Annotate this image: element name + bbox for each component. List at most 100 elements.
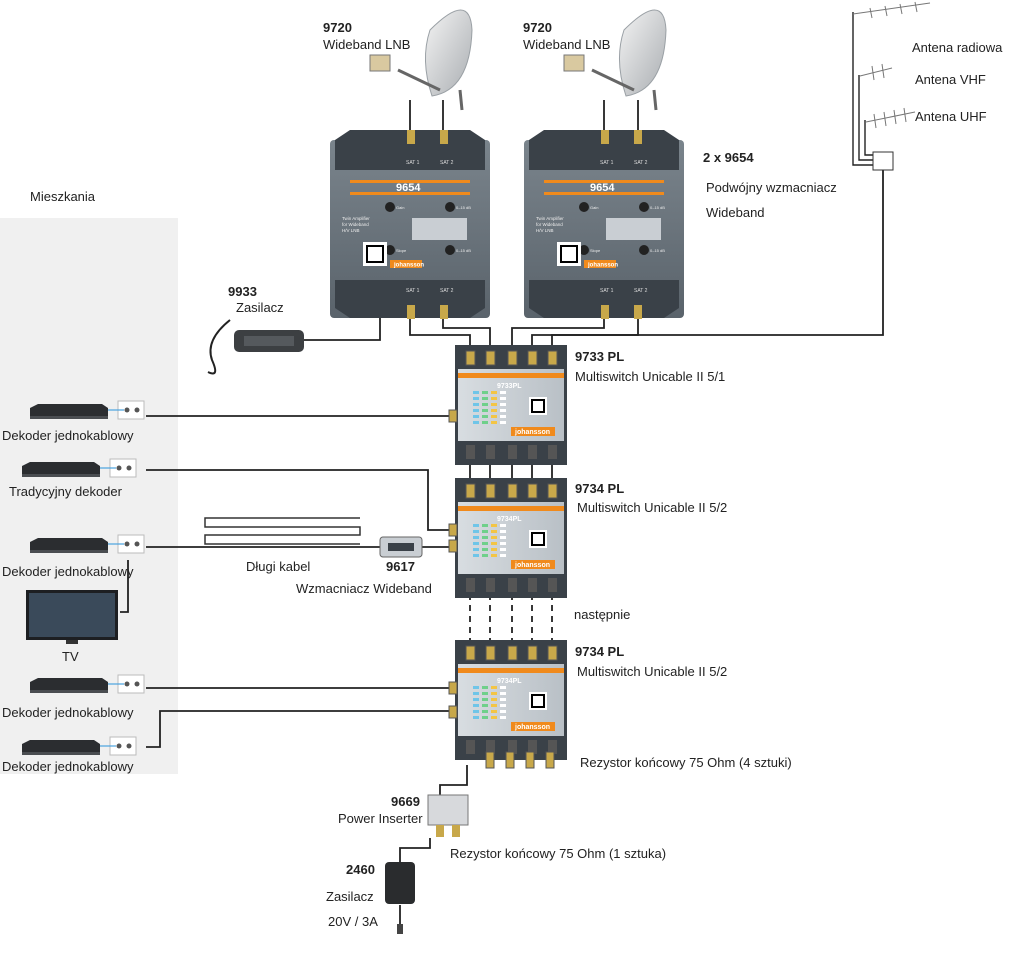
- decoder-1-icon: [30, 400, 145, 420]
- amp-range-label: 0–15 dB: [456, 205, 471, 210]
- ms-bottom-connector: [548, 445, 557, 459]
- ms-led-cell: [482, 554, 488, 557]
- amp-spec-table: [606, 218, 661, 240]
- ms-input-connector: [465, 350, 476, 366]
- socket-hole: [116, 743, 122, 749]
- ms-led-cell: [473, 686, 479, 689]
- ms-qr-pattern: [531, 694, 545, 708]
- amplifier-name-line1: Podwójny wzmacniacz: [706, 180, 837, 195]
- cable-psu2460: [399, 838, 431, 862]
- tv-display: [29, 593, 115, 637]
- dekoder4-label: Dekoder jednokablowy: [2, 759, 134, 774]
- ms-input-connector: [465, 645, 476, 661]
- ms-input-connector: [507, 483, 518, 499]
- ms2-code: 9734 PL: [575, 481, 624, 496]
- amp-knob: [445, 245, 455, 255]
- antenna-radio-icon: [852, 1, 931, 19]
- amp-port-sat2: SAT 2: [634, 160, 648, 166]
- amp-orange-stripe: [544, 180, 664, 183]
- ms-input-connector: [547, 350, 558, 366]
- amp-knob: [579, 202, 589, 212]
- ms-led-cell: [491, 409, 497, 412]
- ms-output-connector: [448, 409, 458, 423]
- dekoder1-label: Dekoder jednokablowy: [2, 428, 134, 443]
- amp-port-sat1-out: SAT 1: [600, 288, 614, 294]
- ms-bottom-connector: [486, 578, 495, 592]
- ms-bottom-connector: [466, 578, 475, 592]
- ms-led-cell: [500, 536, 506, 539]
- ms-bottom-connector: [508, 740, 517, 754]
- socket-hole: [124, 541, 130, 547]
- ms-led-cell: [500, 415, 506, 418]
- ms-led-cell: [473, 692, 479, 695]
- decoder-2-icon: [30, 534, 145, 554]
- amp-input-connector: [440, 130, 448, 144]
- psu-9933: [207, 319, 304, 375]
- socket-hole: [116, 465, 122, 471]
- cable-tradycyjny: [146, 469, 455, 531]
- tv-label: TV: [62, 649, 79, 664]
- socket-hole: [124, 681, 130, 687]
- ms-led-cell: [491, 692, 497, 695]
- amp-body: [524, 140, 684, 318]
- ms-led-cell: [482, 397, 488, 400]
- ms3-name: Multiswitch Unicable II 5/2: [577, 664, 728, 679]
- dekoder3-label: Dekoder jednokablowy: [2, 705, 134, 720]
- antenna-mast-1: [852, 12, 873, 166]
- ms3-code: 9734 PL: [575, 644, 624, 659]
- ms-orange-stripe: [458, 373, 564, 378]
- amp-qr-pattern: [366, 245, 384, 263]
- socket-hole: [134, 541, 140, 547]
- socket-hole: [126, 743, 132, 749]
- ms1-code: 9733 PL: [575, 349, 624, 364]
- lnb1-name: Wideband LNB: [323, 37, 411, 52]
- ms-led-cell: [500, 548, 506, 551]
- amp-brand-plate: [584, 260, 616, 268]
- amp-orange-stripe-2: [350, 192, 470, 195]
- ms-led-cell: [491, 397, 497, 400]
- ms-qr-pattern: [531, 532, 545, 546]
- ms-brand: johansson: [514, 724, 550, 731]
- ms-qr-pattern: [531, 399, 545, 413]
- next-label: następnie: [574, 607, 631, 622]
- ms-qr-code: [529, 692, 547, 710]
- ms-brand-plate: [511, 427, 555, 436]
- ms-input-connector: [527, 483, 538, 499]
- ms-led-cell: [473, 391, 479, 394]
- psu9933-name: Zasilacz: [236, 300, 284, 315]
- ms-led-cell: [473, 710, 479, 713]
- ms-led-cell: [482, 530, 488, 533]
- ms-bottom-connector: [486, 740, 495, 754]
- ms-led-cell: [473, 536, 479, 539]
- ms-led-cell: [482, 704, 488, 707]
- room-label: Mieszkania: [30, 189, 96, 204]
- antenna-uhf-icon: [865, 107, 916, 129]
- ms1-code-number: 9733: [575, 349, 604, 364]
- amp-spec-table: [412, 218, 467, 240]
- antenna-vhf-icon: [859, 63, 893, 81]
- amp9617-code: 9617: [386, 559, 415, 574]
- ms-qr-code: [529, 397, 547, 415]
- amp-gain-label: Gain: [590, 205, 598, 210]
- traditional-decoder-icon: [22, 458, 137, 478]
- amp-range-label: 0–15 dB: [650, 205, 665, 210]
- ms-led-cell: [482, 536, 488, 539]
- socket-hole: [134, 407, 140, 413]
- amp-output-connector: [601, 305, 609, 319]
- ms-orange-stripe: [458, 668, 564, 673]
- ms-qr-code: [529, 530, 547, 548]
- amp-output-connector: [407, 305, 415, 319]
- tv-stand: [66, 640, 78, 644]
- amp-knob: [639, 245, 649, 255]
- terminators-4-label: Rezystor końcowy 75 Ohm (4 sztuki): [580, 755, 792, 770]
- amp-gain-label: Gain: [396, 205, 404, 210]
- ms-led-cell: [491, 716, 497, 719]
- ms-device-label: 9734PL: [497, 516, 522, 523]
- ms-led-cell: [500, 403, 506, 406]
- cable-tv: [120, 560, 129, 613]
- ms-output-connector: [448, 681, 458, 695]
